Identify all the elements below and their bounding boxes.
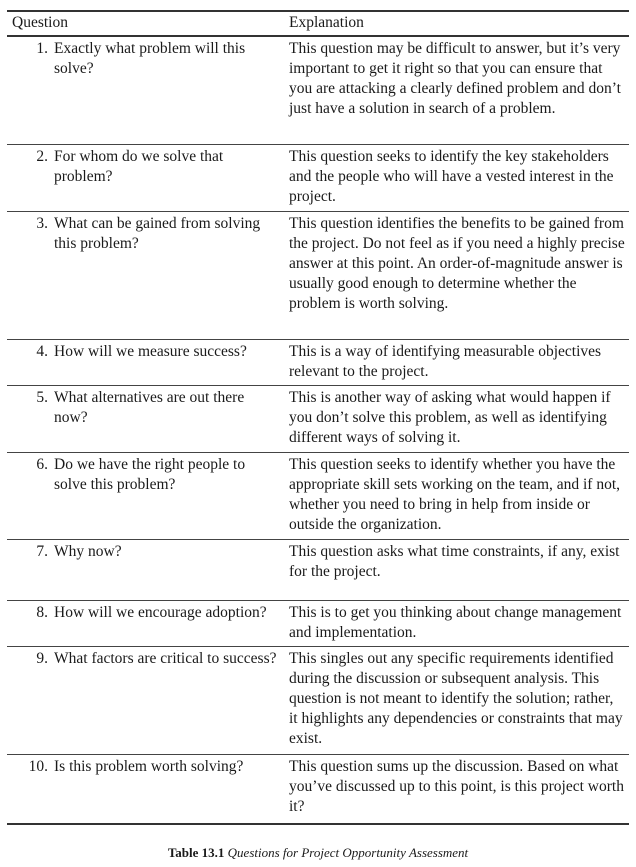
table-row: 2. For whom do we solve that problem? Thi…	[7, 144, 629, 212]
table-row: 4. How will we measure success? This is a…	[7, 339, 629, 386]
table-row: 5. What alternatives are out there now? T…	[7, 385, 629, 453]
question-cell: 8. How will we encourage adoption?	[7, 600, 285, 647]
question-text: What factors are critical to success?	[54, 649, 277, 667]
question-text: Is this problem worth solving?	[54, 757, 244, 775]
assessment-table: Question Explanation 1. Exactly what prob…	[7, 10, 629, 825]
question-number: 3.	[36, 214, 48, 232]
question-cell: 2. For whom do we solve that problem?	[7, 144, 285, 212]
question-number: 6.	[36, 455, 48, 473]
question-number: 8.	[36, 603, 48, 621]
explanation-cell: This question seeks to identify the key …	[285, 144, 629, 212]
question-number: 2.	[36, 147, 48, 165]
question-text: What alternatives are out there now?	[54, 388, 245, 426]
explanation-column-header: Explanation	[285, 10, 629, 37]
explanation-text: This question may be difficult to answer…	[289, 40, 621, 117]
question-number: 1.	[36, 40, 48, 57]
question-number: 5.	[36, 388, 48, 406]
question-cell: 5. What alternatives are out there now?	[7, 385, 285, 453]
assessment-table-container: Question Explanation 1. Exactly what prob…	[7, 10, 629, 825]
caption-title: Questions for Project Opportunity Assess…	[227, 845, 469, 860]
explanation-text: This question asks what time constraints…	[289, 542, 620, 580]
question-cell: 9. What factors are critical to success?	[7, 646, 285, 755]
question-cell: 6. Do we have the right people to solve t…	[7, 452, 285, 540]
explanation-cell: This is a way of identifying measurable …	[285, 339, 629, 386]
explanation-cell: This singles out any specific requiremen…	[285, 646, 629, 755]
explanation-text: This is a way of identifying measurable …	[289, 342, 602, 380]
table-row: 9.What factors are critical to success? …	[7, 646, 629, 755]
question-number: 10.	[28, 757, 48, 775]
explanation-text: This question identifies the benefits to…	[289, 214, 625, 312]
question-text: How will we encourage adoption?	[54, 603, 267, 621]
question-column-header: Question	[7, 10, 285, 37]
table-header-row: Question Explanation	[7, 10, 629, 37]
explanation-text: This singles out any specific requiremen…	[289, 649, 623, 747]
table-row: 1.Exactly what problem will this solve? …	[7, 36, 629, 145]
question-cell: 4. How will we measure success?	[7, 339, 285, 386]
question-cell: 1. Exactly what problem will this solve?	[7, 36, 285, 145]
explanation-text: This is another way of asking what would…	[289, 388, 611, 446]
explanation-text: This question seeks to identify whether …	[289, 455, 621, 533]
table-row: 8. How will we encourage adoption? This i…	[7, 600, 629, 647]
caption-label: Table 13.1	[167, 845, 225, 860]
explanation-cell: This question identifies the benefits to…	[285, 211, 629, 340]
question-number: 4.	[36, 342, 48, 360]
table-row: 3. What can be gained from solving this p…	[7, 211, 629, 340]
explanation-cell: This question may be difficult to answer…	[285, 36, 629, 145]
explanation-cell: This question asks what time constraints…	[285, 539, 629, 601]
question-text: Do we have the right people to solve thi…	[54, 455, 246, 493]
question-text: Exactly what problem will this solve?	[54, 40, 246, 77]
explanation-text: This question sums up the discussion. Ba…	[289, 757, 624, 815]
question-text: How will we measure success?	[54, 342, 247, 360]
question-cell: 7. Why now?	[7, 539, 285, 601]
question-text: Why now?	[54, 542, 122, 560]
question-number: 7.	[36, 542, 48, 560]
question-cell: 10. Is this problem worth solving?	[7, 754, 285, 825]
explanation-cell: This is to get you thinking about change…	[285, 600, 629, 647]
question-number: 9.	[36, 649, 48, 667]
question-text: For whom do we solve that problem?	[54, 147, 224, 185]
explanation-text: This is to get you thinking about change…	[289, 603, 622, 641]
explanation-cell: This question seeks to identify whether …	[285, 452, 629, 540]
table-caption: Table 13.1 Questions for Project Opportu…	[0, 845, 636, 861]
explanation-cell: This question sums up the discussion. Ba…	[285, 754, 629, 825]
question-text: What can be gained from solving this pro…	[54, 214, 261, 252]
question-cell: 3. What can be gained from solving this p…	[7, 211, 285, 340]
table-row: 7. Why now? This question asks what time …	[7, 539, 629, 601]
explanation-text: This question seeks to identify the key …	[289, 147, 614, 205]
explanation-cell: This is another way of asking what would…	[285, 385, 629, 453]
table-row: 6. Do we have the right people to solve t…	[7, 452, 629, 540]
table-row: 10. Is this problem worth solving? This q…	[7, 754, 629, 825]
